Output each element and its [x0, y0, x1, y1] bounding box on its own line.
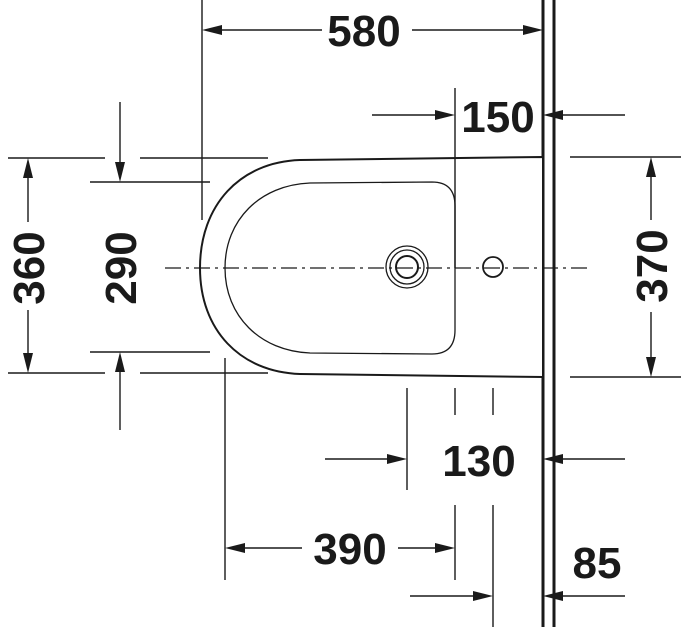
bidet-outline	[198, 155, 544, 379]
dimension-130-label: 130	[442, 437, 515, 486]
dimension-370: 370	[570, 156, 681, 378]
dimension-370-label: 370	[628, 229, 677, 302]
dimension-390-label: 390	[313, 525, 386, 574]
dimension-290-label: 290	[97, 231, 146, 304]
dimension-85: 85	[410, 505, 625, 627]
drain-icon	[385, 245, 429, 289]
dimension-150: 150	[372, 88, 625, 268]
dimension-390: 390	[224, 358, 456, 580]
tap-hole-icon	[482, 256, 504, 278]
dimension-580: 580	[201, 0, 543, 220]
dimension-580-label: 580	[327, 7, 400, 56]
dimension-360-label: 360	[5, 231, 54, 304]
dimension-360: 360	[5, 157, 268, 374]
dimension-130: 130	[325, 388, 625, 490]
dimension-290: 290	[90, 102, 210, 430]
dimension-150-label: 150	[461, 93, 534, 142]
wall-lines	[541, 0, 556, 627]
dimension-85-label: 85	[573, 539, 622, 588]
